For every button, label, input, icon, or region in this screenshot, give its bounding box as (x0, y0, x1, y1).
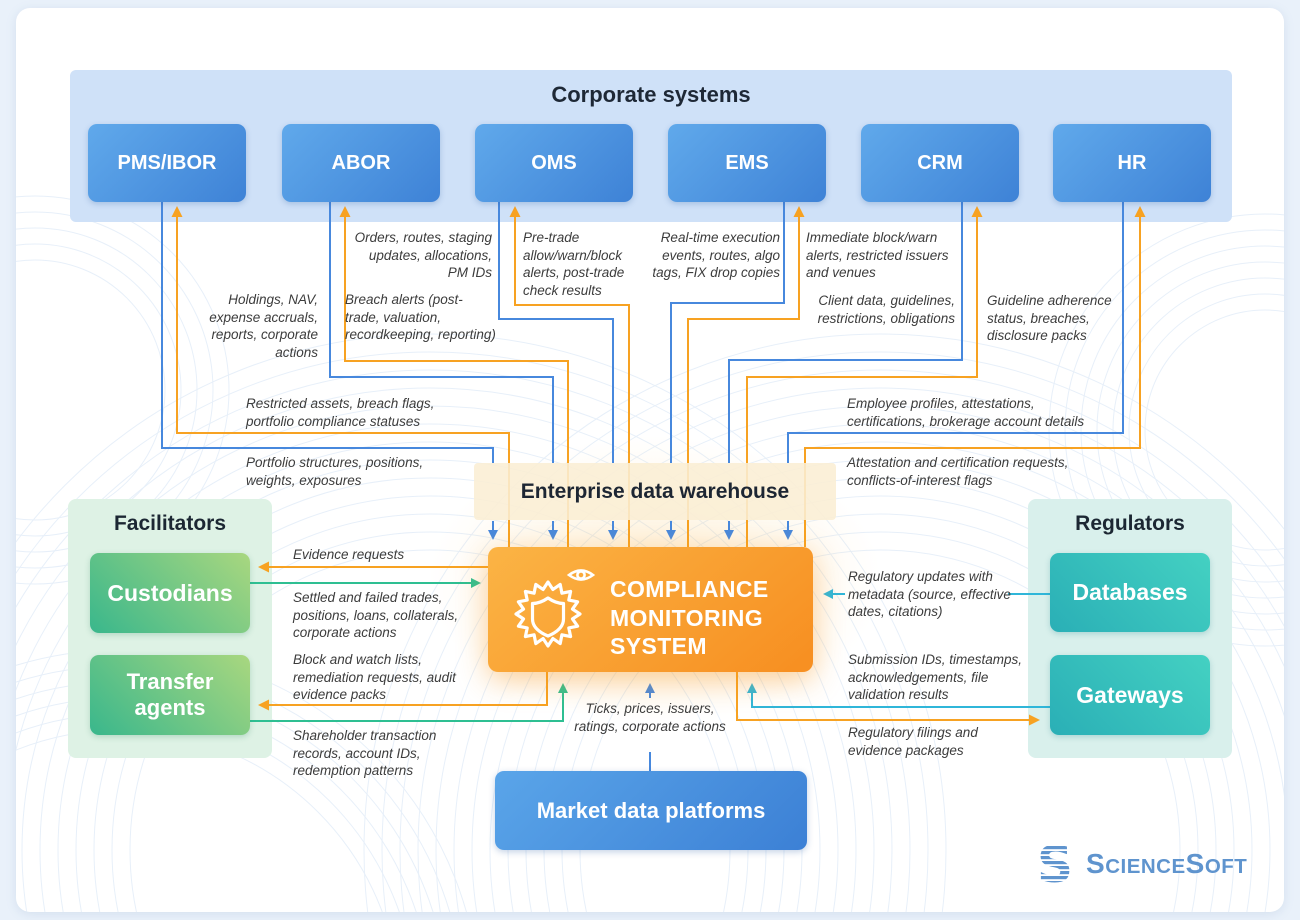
transfer-agents-box: Transfer agents (90, 655, 250, 735)
note-oms-to-dwh: Orders, routes, staging updates, allocat… (354, 230, 492, 281)
system-box-crm: CRM (861, 124, 1019, 202)
mdp-label: Market data platforms (536, 797, 766, 823)
note-crm-to-dwh: Client data, guidelines, restrictions, o… (817, 293, 955, 326)
market-data-platforms: Market data platforms (495, 771, 807, 850)
note-cms-to-oms: Pre-trade allow/warn/block alerts, post-… (523, 230, 625, 298)
system-label: CRM (917, 151, 963, 174)
compliance-monitoring-system: COMPLIANCE MONITORING SYSTEM (488, 547, 813, 672)
note-pms-to-dwh: Portfolio structures, positions, weights… (246, 455, 424, 488)
shield-shape (530, 596, 566, 638)
sciencesoft-logo-icon: S (1037, 841, 1073, 887)
compliance-title-line3: SYSTEM (610, 633, 707, 660)
logo-letters: OFT (1204, 855, 1248, 878)
note-databases-to-cms: Regulatory updates with metadata (source… (848, 569, 1011, 620)
note-cms-to-pms: Restricted assets, breach flags, portfol… (246, 396, 435, 429)
system-box-hr: HR (1053, 124, 1211, 202)
system-label: EMS (725, 151, 769, 174)
warehouse-label: Enterprise data warehouse (520, 479, 790, 503)
databases-label: Databases (1072, 579, 1188, 605)
databases-box: Databases (1050, 553, 1210, 632)
compliance-title-line1: COMPLIANCE (610, 576, 769, 602)
system-box-abor: ABOR (282, 124, 440, 202)
regulators-title: Regulators (1075, 512, 1185, 535)
system-box-ems: EMS (668, 124, 826, 202)
eye-icon (566, 569, 596, 581)
corporate-systems-title: Corporate systems (551, 82, 751, 107)
system-label: ABOR (331, 151, 391, 174)
note-transfer-to-cms: Shareholder transaction records, account… (293, 728, 437, 779)
custodians-label: Custodians (107, 579, 233, 606)
note-cms-to-transfer: Block and watch lists, remediation reque… (293, 652, 456, 703)
system-box-oms: OMS (475, 124, 633, 202)
note-cms-to-custodians: Evidence requests (293, 547, 405, 562)
logo-letters: CIENCE (1105, 855, 1186, 878)
facilitators-title: Facilitators (113, 512, 227, 535)
enterprise-data-warehouse: Enterprise data warehouse (474, 463, 836, 520)
compliance-title-line2: MONITORING (610, 604, 764, 631)
note-ems-to-dwh: Real-time execution events, routes, algo… (652, 230, 780, 281)
svg-text:S: S (1037, 841, 1073, 887)
note-abor-to-dwh: Holdings, NAV, expense accruals, reports… (209, 292, 318, 360)
compliance-badge-icon (514, 569, 596, 648)
transfer-agents-label: Transfer agents (126, 668, 214, 720)
gateways-label: Gateways (1076, 681, 1184, 708)
system-label: PMS/IBOR (117, 151, 217, 174)
note-cms-to-abor: Breach alerts (post-trade, valuation, re… (345, 292, 496, 343)
compliance-title: COMPLIANCE MONITORING SYSTEM (610, 575, 769, 661)
custodians-box: Custodians (90, 553, 250, 633)
note-mdp-to-cms: Ticks, prices, issuers, ratings, corpora… (574, 701, 726, 734)
system-label: HR (1117, 151, 1147, 174)
note-gateways-to-cms: Submission IDs, timestamps, acknowledgem… (848, 652, 1023, 703)
gateways-box: Gateways (1050, 655, 1210, 735)
system-label: OMS (531, 151, 577, 174)
note-custodians-to-cms: Settled and failed trades, positions, lo… (293, 590, 459, 641)
corporate-systems-band (70, 70, 1232, 222)
logo-letter: S (1086, 848, 1106, 879)
note-cms-to-ems: Immediate block/warn alerts, restricted … (806, 230, 949, 281)
sciencesoft-logo: S SCIENCESOFT (1036, 841, 1256, 887)
sciencesoft-wordmark: SCIENCESOFT (1086, 848, 1247, 880)
logo-letter: S (1185, 848, 1205, 879)
note-cms-to-crm: Guideline adherence status, breaches, di… (987, 293, 1112, 344)
note-cms-to-gateways: Regulatory filings and evidence packages (848, 725, 978, 758)
note-cms-to-hr: Attestation and certification requests, … (847, 455, 1069, 488)
badge-seal-shape (514, 580, 582, 648)
system-box-pms-ibor: PMS/IBOR (88, 124, 246, 202)
note-hr-to-dwh: Employee profiles, attestations, certifi… (847, 396, 1085, 429)
